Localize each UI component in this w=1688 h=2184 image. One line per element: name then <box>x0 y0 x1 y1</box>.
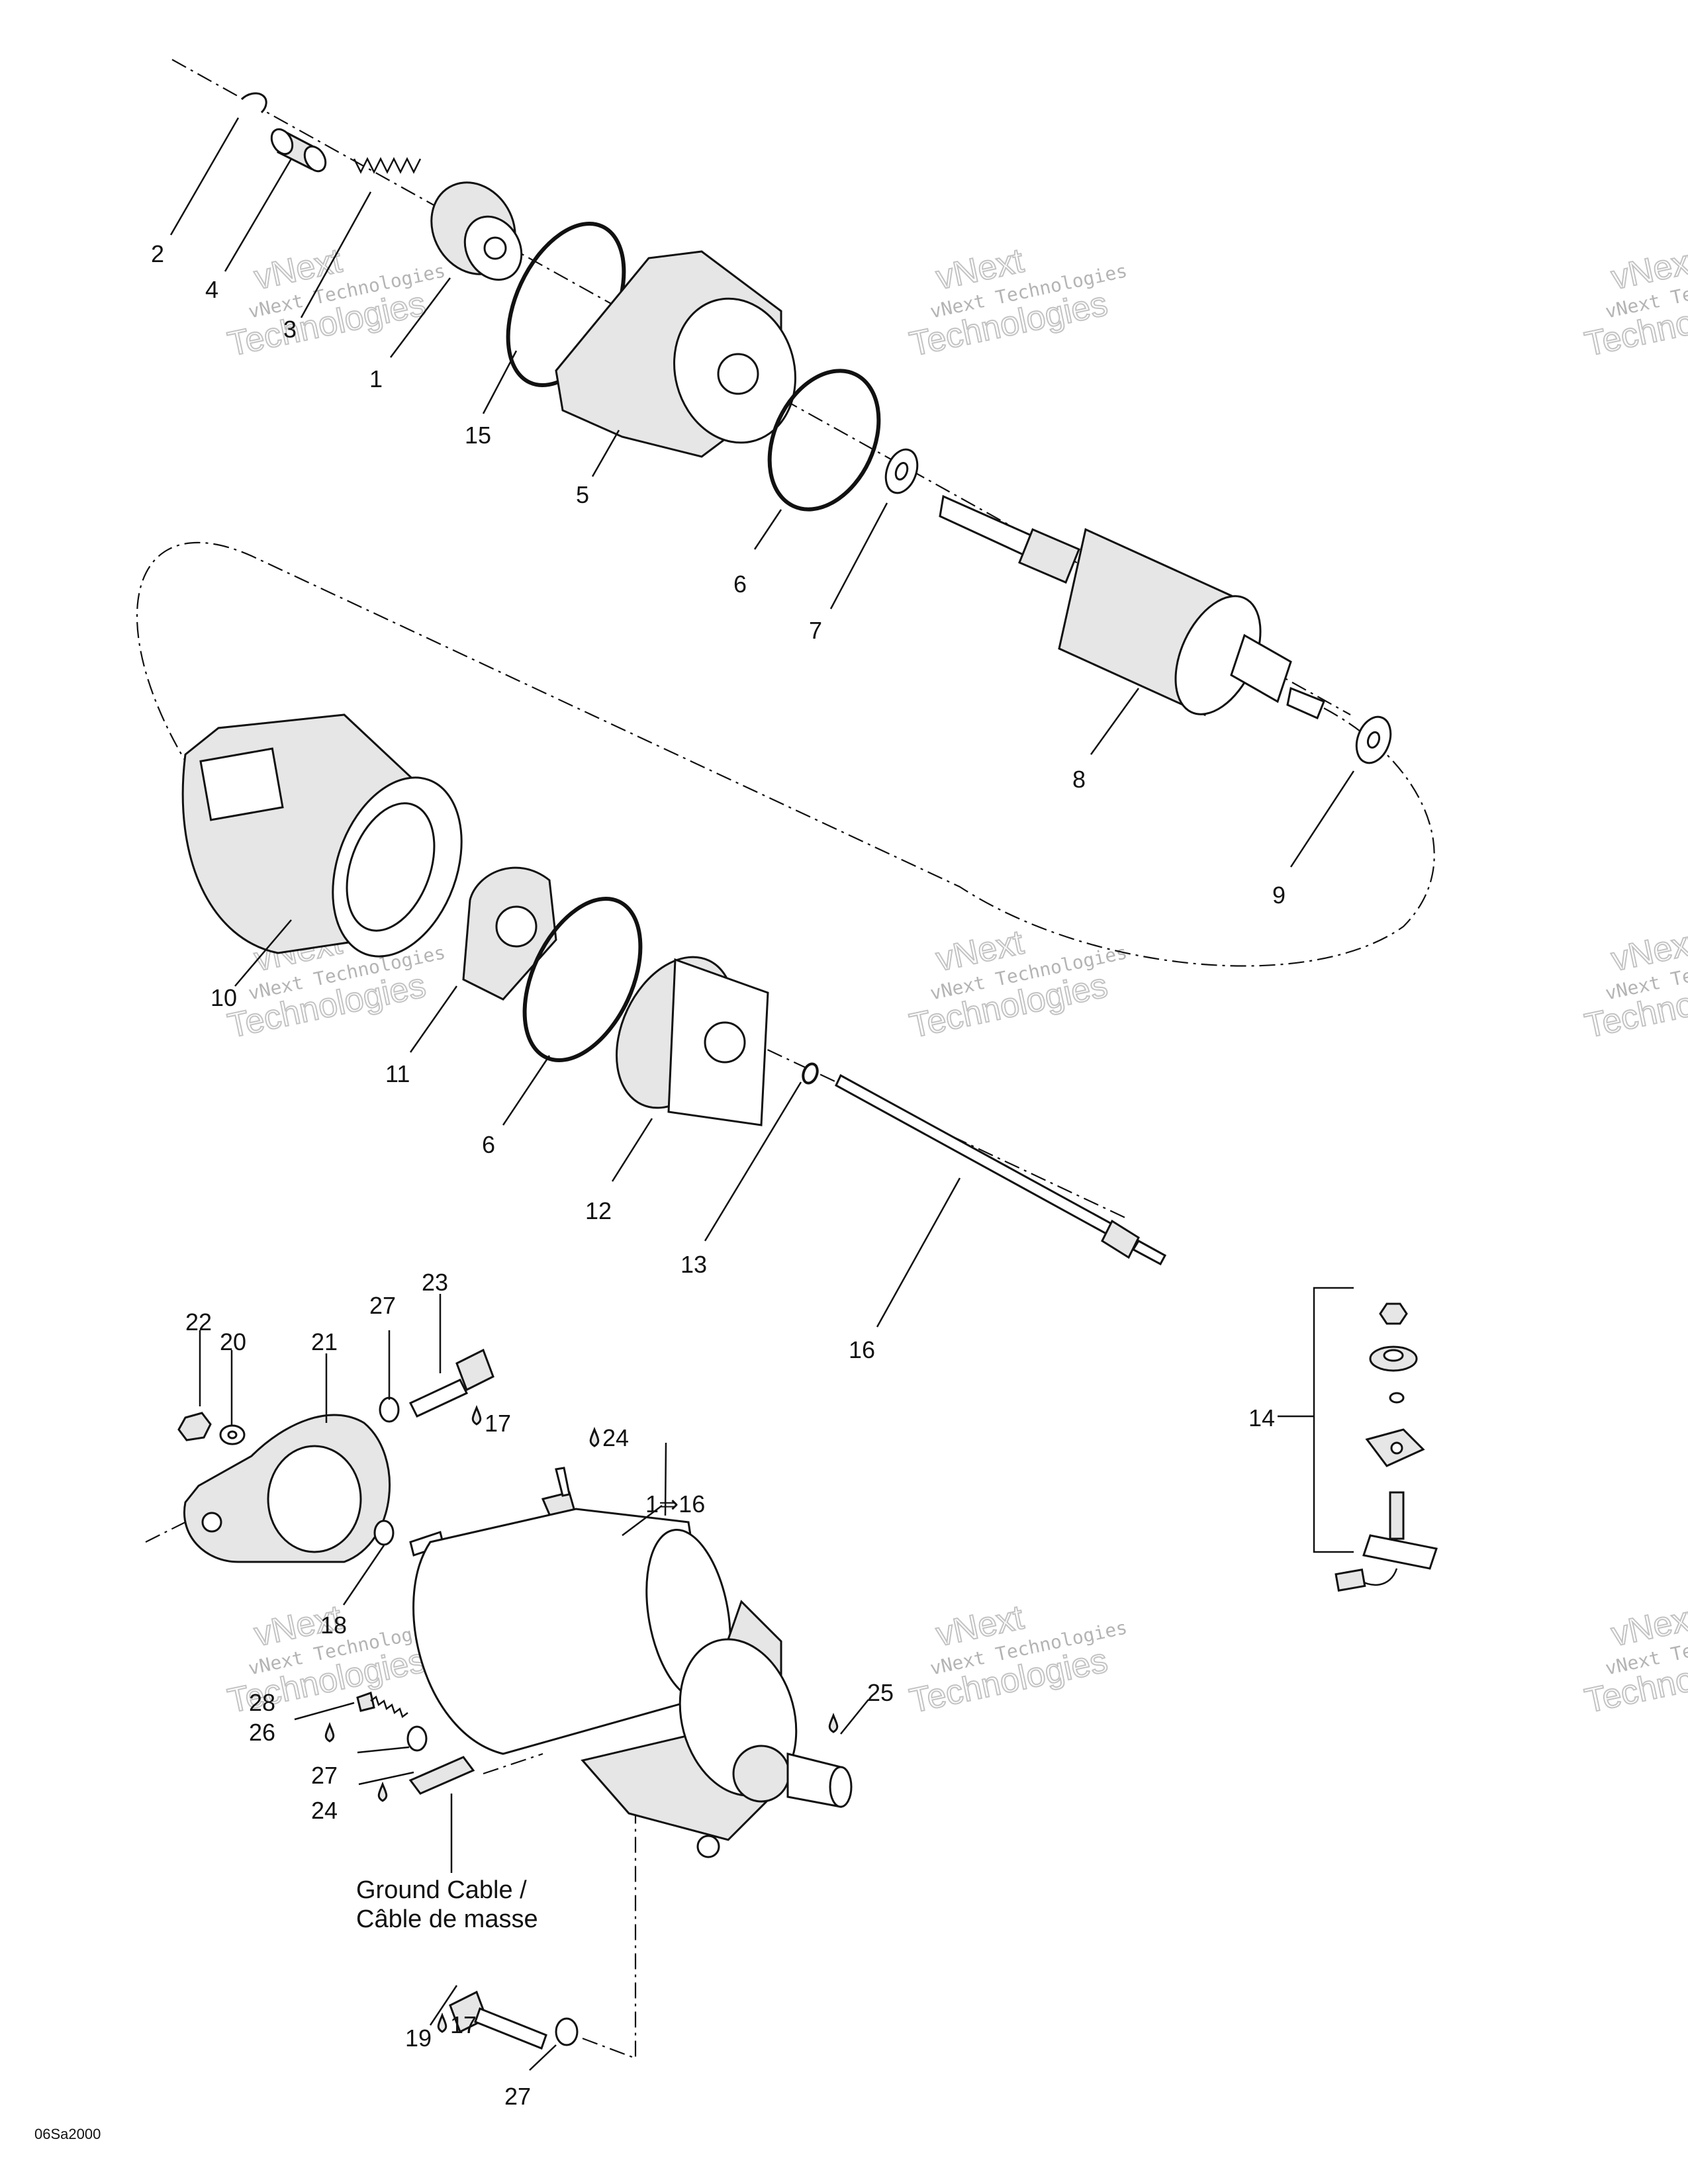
part-flat-washer <box>555 2017 579 2046</box>
part-spring <box>353 157 422 174</box>
leader-lines <box>169 117 1355 2071</box>
callout-label: 6 <box>733 570 747 598</box>
callout-label: 2 <box>151 240 164 267</box>
threadlocker-drop-icon <box>324 1721 335 1743</box>
callout-label: 4 <box>205 276 218 303</box>
callout-label: 27 <box>369 1292 396 1319</box>
part-terminal-stud-brush <box>1335 1491 1438 1592</box>
part-armature <box>939 494 1325 720</box>
callout-label: 23 <box>422 1269 448 1296</box>
threadlocker-drop-icon <box>589 1426 600 1447</box>
callout-label: 22 <box>185 1308 212 1336</box>
callout-label: 10 <box>211 984 237 1011</box>
threadlocker-drop-icon <box>437 2012 447 2033</box>
figure-code: 06Sa2000 <box>34 2126 101 2142</box>
callout-label: 27 <box>504 2083 531 2110</box>
callout-label: 28 <box>249 1689 275 1716</box>
callout-label: 1⇒16 <box>645 1490 705 1518</box>
watermark: vNext vNext Technologies Technologies <box>906 1598 1129 1721</box>
callout-label: 11 <box>385 1060 410 1087</box>
callout-label: 18 <box>320 1612 347 1639</box>
part-small-o-ring <box>802 1062 819 1085</box>
callout-label: 21 <box>311 1328 338 1355</box>
part-circlip <box>240 92 267 114</box>
callout-label: 14 <box>1248 1404 1275 1432</box>
part-o-ring <box>767 369 881 512</box>
callout-label: 9 <box>1272 882 1286 909</box>
callout-label: 19 <box>405 2025 432 2052</box>
callout-label: 15 <box>465 422 491 449</box>
ground-cable-label: Ground Cable / <box>356 1876 527 1904</box>
callout-label: 16 <box>849 1336 875 1363</box>
part-flat-washer <box>373 1520 395 1546</box>
watermark: vNext vNext Technologies Technologies <box>1581 241 1688 365</box>
part-brush-holder <box>462 866 557 1001</box>
watermark: vNext vNext Technologies Technologies <box>1581 923 1688 1046</box>
part-through-bolt <box>835 1073 1167 1266</box>
callout-label: 24 <box>311 1797 338 1824</box>
watermark: vNext vNext Technologies Technologies <box>906 923 1129 1046</box>
part-terminal-insulator <box>1365 1428 1425 1467</box>
part-starter-motor-assembly <box>409 1467 853 1858</box>
part-yoke-housing <box>181 713 463 958</box>
part-flat-washer <box>379 1396 400 1423</box>
callout-label: 20 <box>220 1328 246 1355</box>
threadlocker-drop-icon <box>471 1404 482 1426</box>
callout-label: 24 <box>602 1424 629 1451</box>
part-mounting-bracket <box>183 1414 391 1563</box>
part-terminal-nut <box>1379 1302 1408 1325</box>
part-pinion-drive <box>430 181 523 281</box>
assembly-axis-ground <box>483 1752 543 1775</box>
callout-label: 5 <box>576 481 589 508</box>
part-bolt <box>449 1990 547 2050</box>
part-nut <box>177 1412 212 1441</box>
part-insulator-washer <box>1369 1345 1418 1372</box>
assembly-axis-bracket <box>145 1515 199 1543</box>
part-bolt <box>408 1348 494 1418</box>
watermark-group: vNext vNext Technologies Technologies vN… <box>224 241 1688 1721</box>
hardware-kit-bracket <box>1278 1287 1354 1553</box>
callout-labels: 2 4 3 1 15 5 6 7 8 9 10 11 6 12 13 16 14… <box>151 240 1286 2110</box>
callout-label: 25 <box>867 1679 894 1706</box>
part-flat-washer <box>406 1725 428 1752</box>
callout-label: 3 <box>283 316 297 343</box>
assembly-loop-path <box>136 542 1435 967</box>
watermark: vNext vNext Technologies Technologies <box>906 241 1129 365</box>
part-terminal-o-ring <box>1389 1392 1405 1404</box>
callout-label: 27 <box>311 1762 338 1789</box>
threadlocker-drop-icon <box>828 1712 839 1733</box>
part-drive-housing <box>555 250 796 458</box>
part-screw <box>356 1692 408 1719</box>
ground-cable-label-french: Câble de masse <box>356 1905 538 1933</box>
callout-label: 8 <box>1072 766 1086 793</box>
part-washer <box>884 448 919 494</box>
part-bushing <box>270 128 327 173</box>
part-washer <box>1355 715 1392 764</box>
callout-label: 1 <box>369 365 383 392</box>
callout-label: 17 <box>485 1410 511 1437</box>
part-o-ring <box>522 896 643 1063</box>
threadlocker-drop-icon <box>377 1781 388 1802</box>
callout-label: 17 <box>450 2011 477 2038</box>
callout-label: 12 <box>585 1197 612 1224</box>
watermark: vNext vNext Technologies Technologies <box>224 241 447 365</box>
part-lock-washer <box>219 1424 246 1445</box>
assembly-axis-bolt-19 <box>582 1807 637 2060</box>
part-end-frame <box>616 956 769 1126</box>
callout-label: 7 <box>809 617 822 644</box>
callout-label: 6 <box>482 1131 495 1158</box>
watermark: vNext vNext Technologies Technologies <box>1581 1598 1688 1721</box>
callout-label: 13 <box>680 1251 707 1278</box>
callout-label: 26 <box>249 1719 275 1746</box>
part-ground-cable-terminal <box>408 1756 475 1795</box>
